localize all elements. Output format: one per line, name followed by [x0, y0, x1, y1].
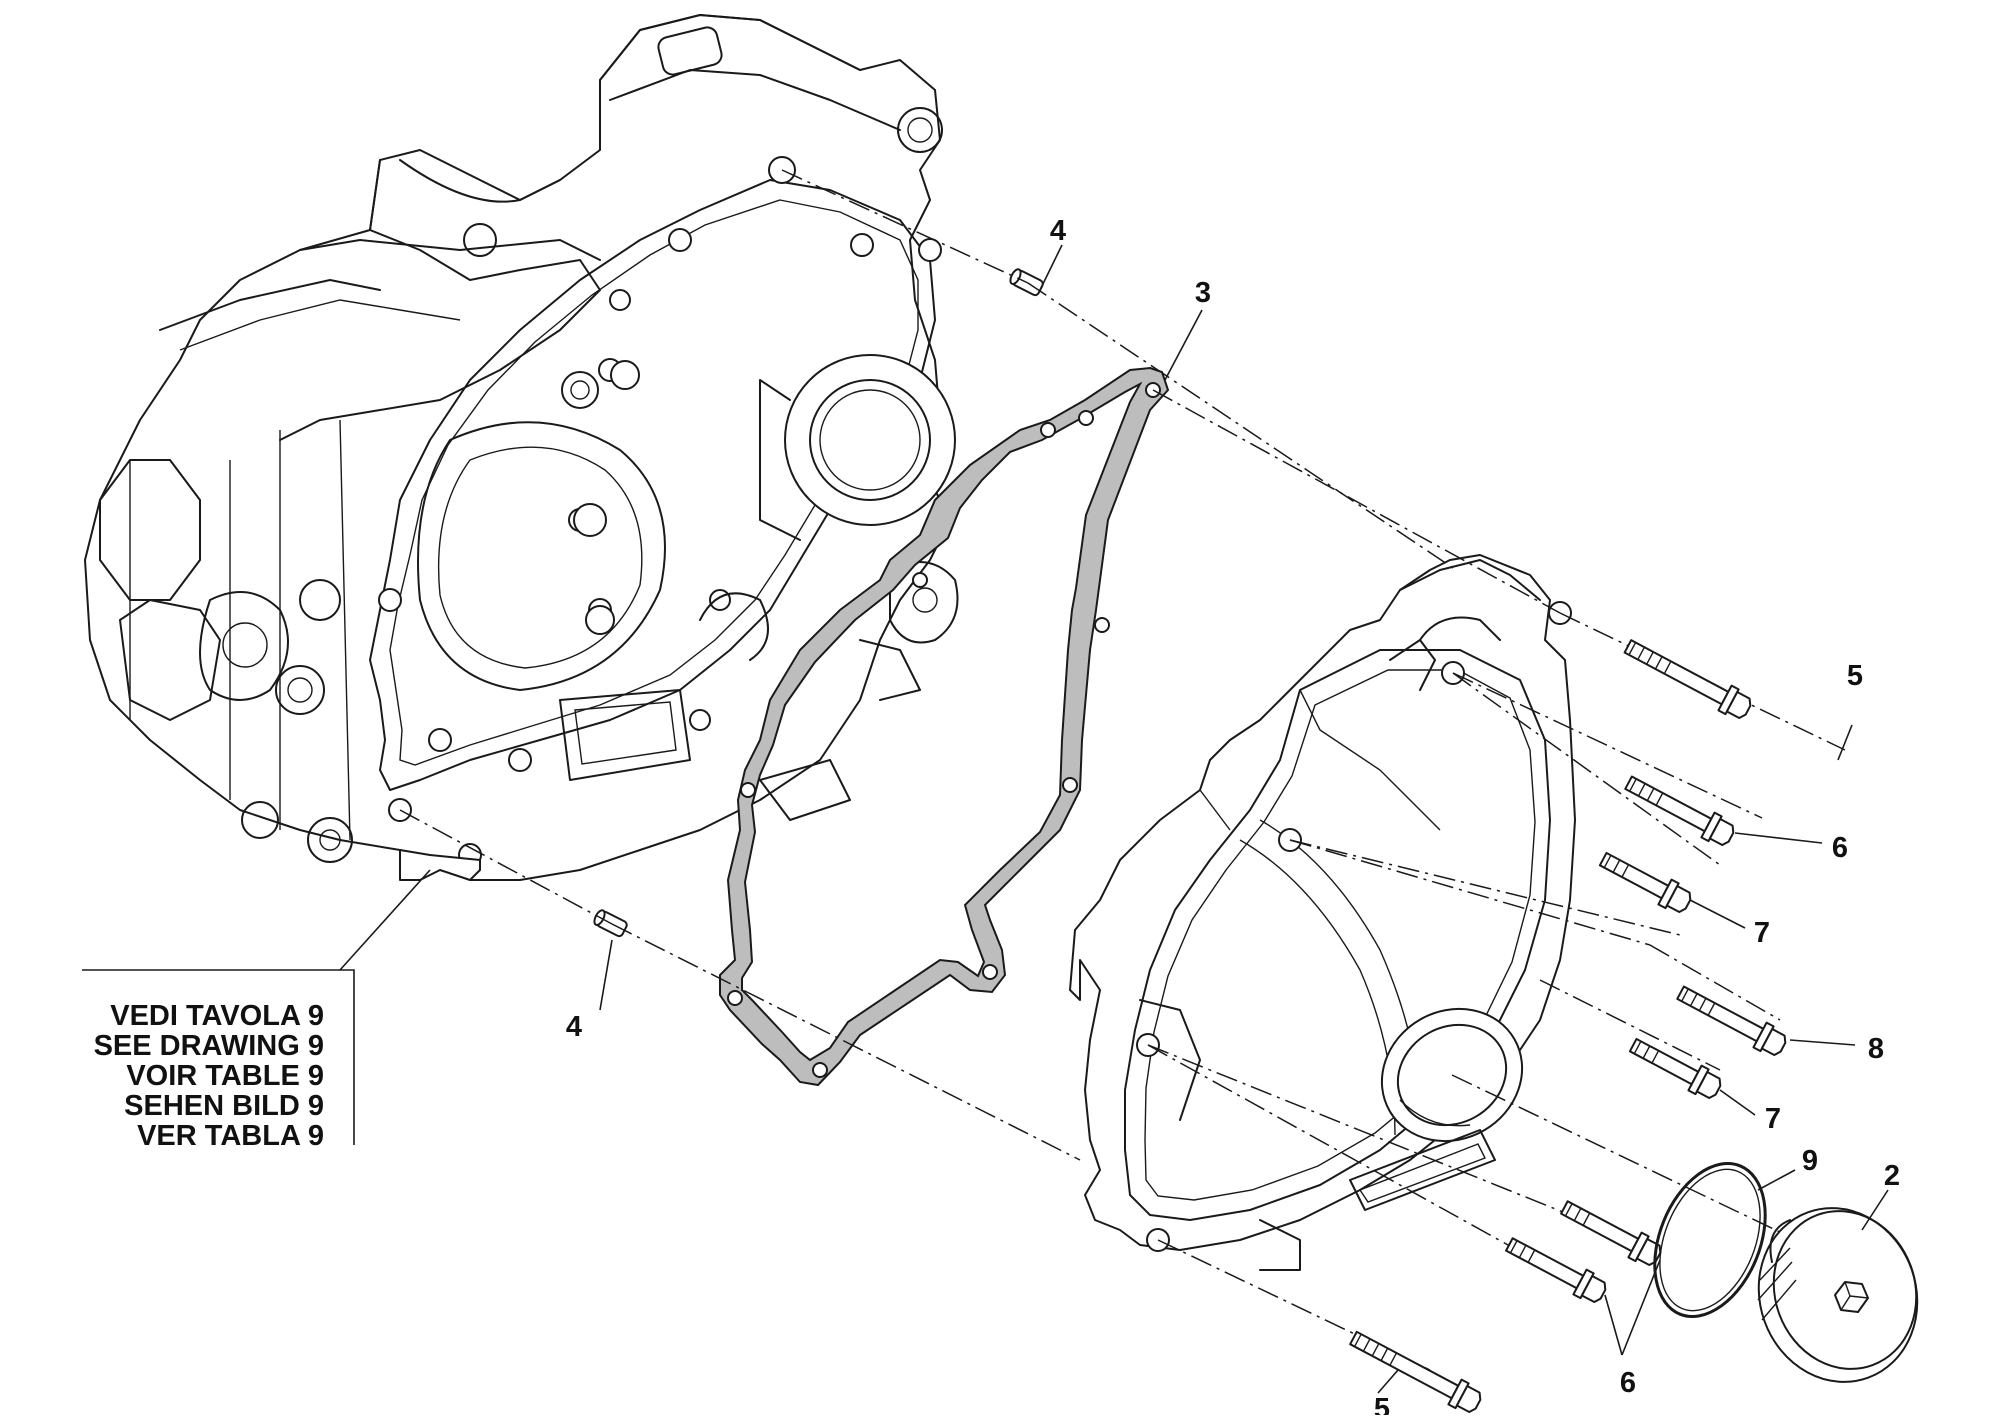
bolt-8: [1676, 985, 1787, 1057]
callout-bolt-8: 8: [1868, 1033, 1884, 1065]
callout-bolt-long-top: 5: [1847, 660, 1863, 692]
callout-dowel-bottom: 4: [566, 1011, 582, 1043]
callout-leaders: [599, 244, 1889, 1394]
callout-gasket: 3: [1195, 277, 1211, 309]
bolt-6-bottom-b: [1505, 1237, 1607, 1304]
bolt-long-top: [1623, 639, 1752, 720]
bolt-long-bottom: [1349, 1330, 1482, 1414]
crankcase: [84, 14, 959, 881]
callout-bolt-long-bottom: 5: [1374, 1393, 1390, 1415]
reference-line-de: SEHEN BILD 9: [124, 1090, 324, 1122]
bolt-6-bottom-a: [1560, 1200, 1662, 1267]
callout-numbers: 4 3 4 5 6 7 8 7 9 2 6 5: [566, 215, 1900, 1420]
reference-line-fr: VOIR TABLE 9: [126, 1060, 324, 1092]
reference-note: VEDI TAVOLA 9 SEE DRAWING 9 VOIR TABLE 9…: [94, 1000, 324, 1152]
reference-line-it: VEDI TAVOLA 9: [110, 1000, 324, 1032]
callout-dowel-top: 4: [1050, 215, 1066, 247]
bolt-7-bottom: [1628, 1037, 1722, 1100]
callout-o-ring: 9: [1802, 1145, 1818, 1177]
reference-leader: [82, 869, 431, 1145]
callout-bolts-6-bottom: 6: [1620, 1367, 1636, 1399]
reference-line-es: VER TABLA 9: [137, 1120, 324, 1152]
o-ring: [1653, 1161, 1767, 1319]
callout-bolt-7-bottom: 7: [1765, 1103, 1781, 1135]
bolt-6-top: [1624, 775, 1735, 847]
bolts: [1349, 639, 1787, 1414]
reference-line-en: SEE DRAWING 9: [94, 1030, 324, 1062]
callout-plug: 2: [1884, 1160, 1900, 1192]
cover-gasket: [719, 366, 1170, 1087]
callout-bolt-7-top: 7: [1754, 917, 1770, 949]
callout-bolt-6-top: 6: [1832, 832, 1848, 864]
alternator-cover: [1069, 554, 1576, 1271]
filler-plug: [1757, 1207, 1919, 1383]
bolt-7-top: [1598, 851, 1692, 914]
